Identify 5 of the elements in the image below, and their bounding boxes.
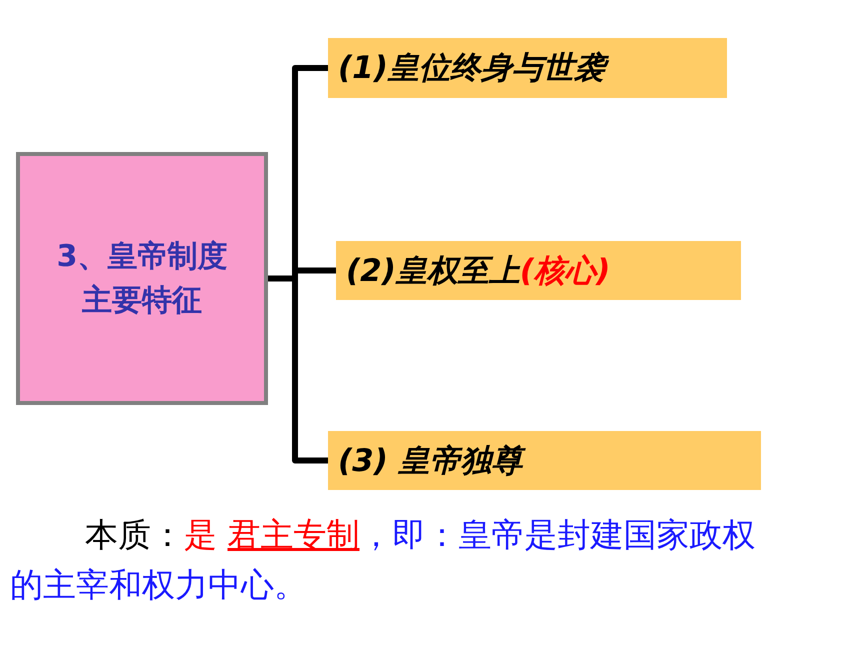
feature-box: (3) 皇帝独尊	[328, 431, 761, 490]
note-text: 本质：是 君主专制，即：皇帝是封建国家政权的主宰和权力中心。	[10, 514, 756, 606]
feature-box: (1)皇位终身与世袭	[328, 38, 727, 98]
feature-box: (2)皇权至上(核心)	[336, 241, 741, 300]
topic-box: 3、皇帝制度主要特征	[16, 152, 268, 405]
